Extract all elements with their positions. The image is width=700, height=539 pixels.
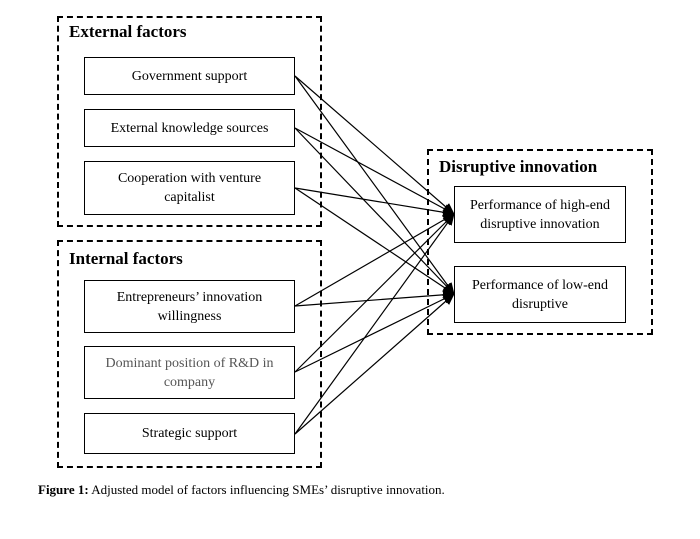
box-dominant-position-rd: Dominant position of R&D in company bbox=[84, 346, 295, 399]
external-factors-title: External factors bbox=[69, 22, 187, 41]
external-factors-group bbox=[57, 16, 322, 227]
arrow-strategic-to-high-end bbox=[294, 213, 455, 435]
arrow-government-to-high-end bbox=[294, 75, 455, 215]
arrow-willingness-to-low-end bbox=[294, 289, 455, 307]
arrow-government-to-low-end bbox=[294, 75, 455, 295]
disruptive-innovation-title: Disruptive innovation bbox=[439, 157, 598, 176]
box-cooperation-venture-capitalist: Cooperation with venture capitalist bbox=[84, 161, 295, 215]
arrow-willingness-to-high-end bbox=[294, 213, 455, 307]
internal-factors-group bbox=[57, 240, 322, 468]
disruptive-innovation-group bbox=[427, 149, 653, 335]
box-government-support: Government support bbox=[84, 57, 295, 95]
box-high-end-disruptive-innovation: Performance of high-end disruptive innov… bbox=[454, 186, 626, 243]
arrow-strategic-to-low-end bbox=[294, 293, 455, 435]
arrow-knowledge-to-low-end bbox=[294, 127, 455, 295]
arrow-cooperation-to-high-end bbox=[294, 187, 455, 218]
internal-factors-title: Internal factors bbox=[69, 249, 183, 268]
box-strategic-support: Strategic support bbox=[84, 413, 295, 454]
figure-caption-text: Adjusted model of factors influencing SM… bbox=[88, 482, 445, 497]
arrow-rd-to-low-end bbox=[294, 293, 455, 373]
box-external-knowledge-sources: External knowledge sources bbox=[84, 109, 295, 147]
arrow-rd-to-high-end bbox=[294, 213, 455, 373]
arrow-cooperation-to-low-end bbox=[294, 187, 455, 295]
box-low-end-disruptive: Performance of low-end disruptive bbox=[454, 266, 626, 323]
box-entrepreneurs-innovation-willingness: Entrepreneurs’ innovation willingness bbox=[84, 280, 295, 333]
figure-caption-label: Figure 1: bbox=[38, 482, 89, 497]
figure-caption: Figure 1: Adjusted model of factors infl… bbox=[38, 482, 445, 498]
arrow-knowledge-to-high-end bbox=[294, 127, 455, 215]
